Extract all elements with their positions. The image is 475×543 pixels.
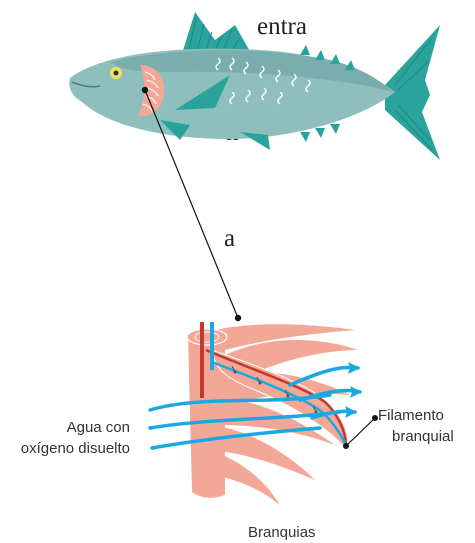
- paragraph-line-1: entra: [257, 13, 307, 40]
- filament-label: Filamento branquial: [378, 405, 454, 447]
- filament-label-line-2: branquial: [392, 428, 454, 445]
- tuna-fish-illustration: [69, 12, 440, 160]
- tail-fin: [385, 25, 440, 160]
- water-label-line-1: Agua con: [66, 419, 130, 436]
- body-markings: [215, 57, 311, 105]
- pectoral-fin: [175, 75, 230, 110]
- gill-detail: [148, 322, 378, 505]
- gills-label: Branquias: [248, 524, 316, 541]
- ventral-fin: [160, 120, 190, 140]
- gill-cover: [138, 65, 165, 117]
- leader-line: [144, 89, 239, 319]
- water-label: Agua con oxígeno disuelto: [20, 417, 130, 459]
- water-label-line-2: oxígeno disuelto: [20, 440, 130, 457]
- paragraph-line-5: a: [224, 225, 236, 252]
- filament-label-line-1: Filamento: [378, 407, 444, 424]
